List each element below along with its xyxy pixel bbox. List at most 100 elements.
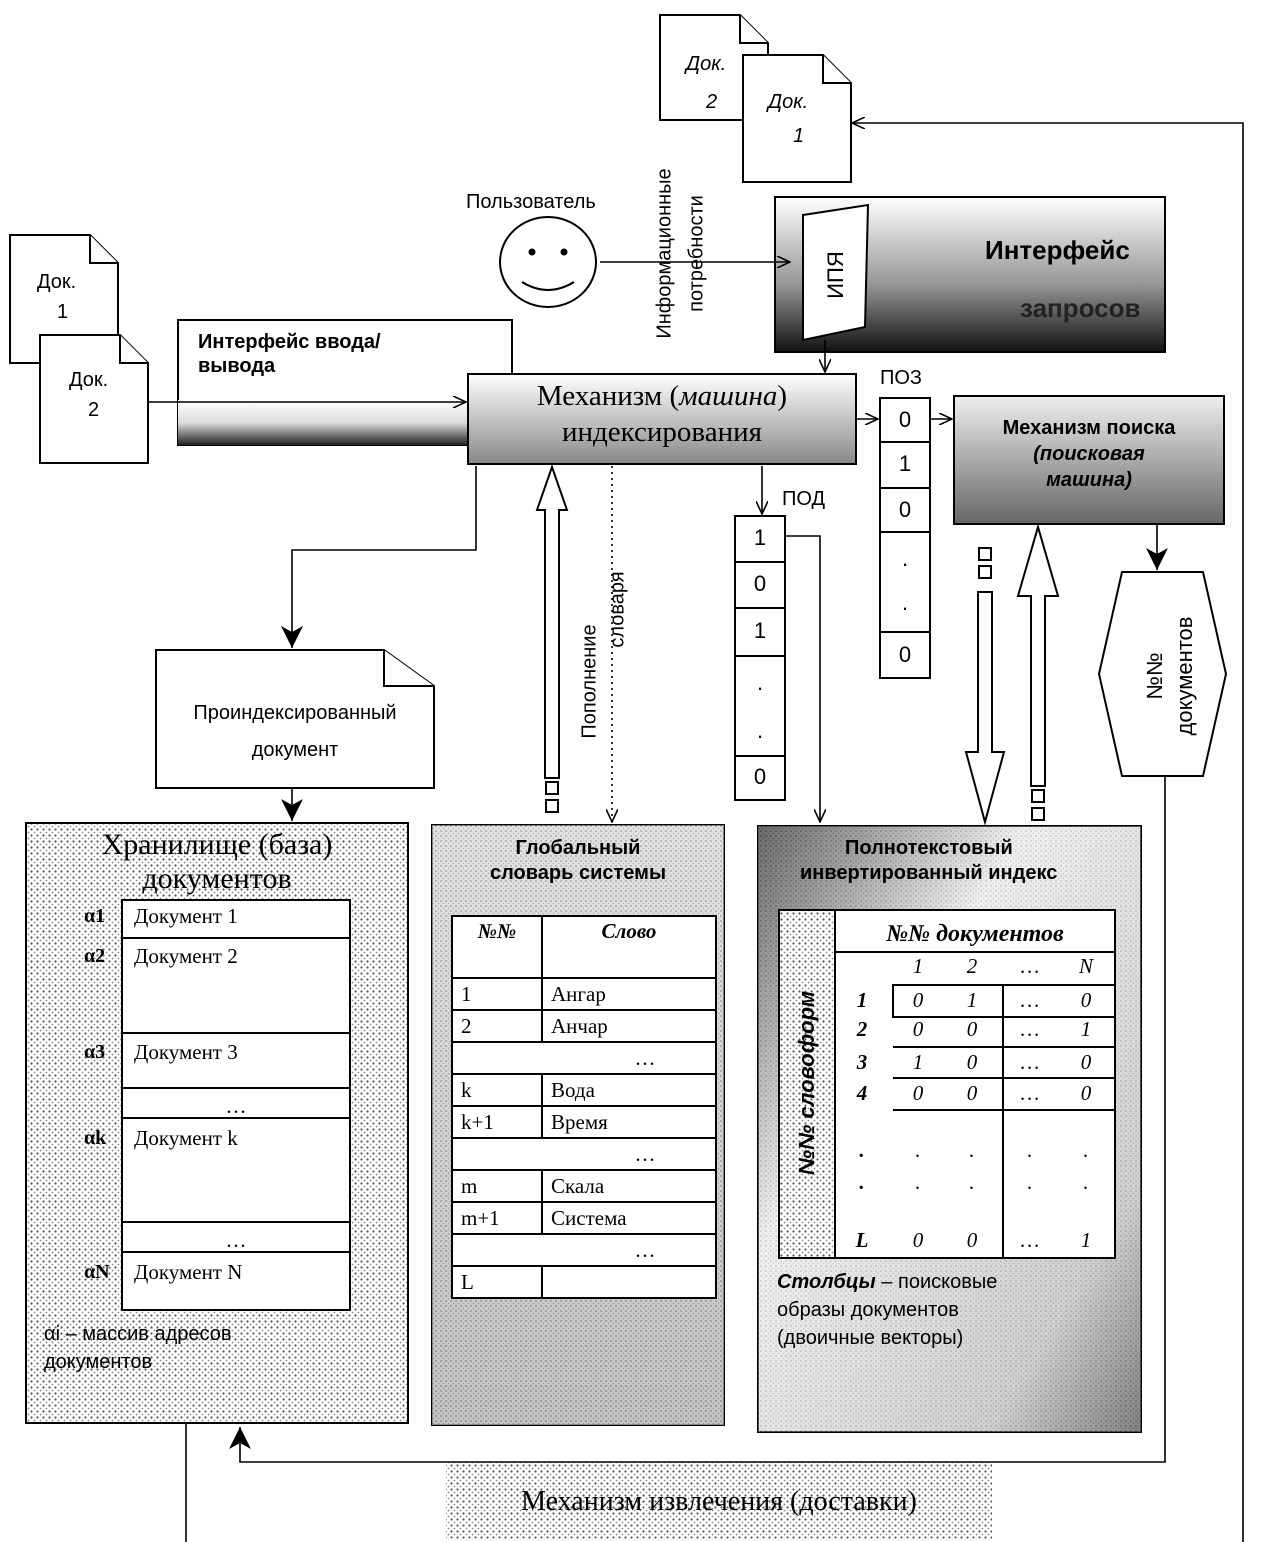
inverted-cell: … bbox=[1020, 1017, 1040, 1041]
inverted-cell: 0 bbox=[966, 1081, 978, 1105]
cell: m+1 bbox=[451, 1201, 543, 1235]
table-row: … bbox=[451, 1137, 717, 1171]
indexing-title-line2: индексирования bbox=[562, 416, 762, 448]
inverted-col-head: 1 bbox=[912, 954, 924, 978]
ipya-sheet bbox=[802, 203, 870, 342]
cell: Ангар bbox=[541, 977, 717, 1011]
inverted-cell: 0 bbox=[1080, 1081, 1092, 1105]
storage-note-line2: документов bbox=[44, 1351, 153, 1373]
cell: Время bbox=[541, 1105, 717, 1139]
cell: … bbox=[451, 1137, 717, 1171]
cell: L bbox=[451, 1265, 543, 1299]
inverted-cell: 1 bbox=[966, 988, 978, 1012]
doc2-left-shape bbox=[39, 334, 149, 464]
inverted-title-line1: Полнотекстовый bbox=[845, 837, 1013, 859]
retrieval-label: Механизм извлечения (доставки) bbox=[521, 1486, 917, 1517]
inverted-title-line2: инвертированный индекс bbox=[800, 862, 1058, 884]
cell bbox=[541, 1265, 717, 1299]
io-interface-title2: вывода bbox=[198, 355, 276, 377]
storage-row: … bbox=[225, 1094, 247, 1118]
storage-row: Документ k bbox=[134, 1126, 238, 1150]
doc1-left-number: 1 bbox=[57, 301, 69, 323]
inverted-cell: 1 bbox=[912, 1050, 924, 1074]
inverted-note-line3: (двоичные векторы) bbox=[777, 1327, 964, 1349]
storage-addr: αk bbox=[84, 1127, 107, 1149]
inverted-col-head: … bbox=[1020, 954, 1040, 978]
retrieval-bar bbox=[446, 1462, 992, 1540]
info-needs-line2: потребности bbox=[685, 195, 708, 312]
poz-cell: 0 bbox=[898, 642, 912, 667]
pod-cell: . bbox=[756, 670, 764, 695]
inverted-cell: 0 bbox=[966, 1017, 978, 1041]
cell: Анчар bbox=[541, 1009, 717, 1043]
inverted-cell: 1 bbox=[1080, 1228, 1092, 1252]
doc2-left-number: 2 bbox=[88, 399, 100, 421]
search-title-line1: Механизм поиска bbox=[1002, 417, 1176, 439]
inverted-cell: 0 bbox=[966, 1050, 978, 1074]
inverted-cell: . bbox=[969, 1138, 975, 1162]
search-title-line2: (поисковая bbox=[1033, 443, 1145, 465]
inverted-cell: . bbox=[1083, 1138, 1089, 1162]
inverted-note-line2: образы документов bbox=[777, 1299, 959, 1321]
indexed-doc-shape bbox=[155, 649, 435, 789]
inverted-side-label: №№ словоформ bbox=[794, 990, 819, 1176]
inverted-row-num: . bbox=[859, 1170, 865, 1194]
doc1-top-number: 1 bbox=[793, 125, 805, 147]
search-engine-box bbox=[953, 395, 1225, 525]
table-row: L bbox=[451, 1265, 717, 1299]
pod-cell: 0 bbox=[753, 571, 767, 596]
inverted-cell: 0 bbox=[912, 1017, 924, 1041]
inverted-doc-head: №№ документов bbox=[886, 921, 1064, 947]
storage-note-line1: αi – массив адресов bbox=[44, 1323, 232, 1345]
inverted-cell: . bbox=[915, 1170, 921, 1194]
cell: 1 bbox=[451, 977, 543, 1011]
inverted-cell: . bbox=[969, 1170, 975, 1194]
storage-row: Документ 1 bbox=[134, 904, 238, 928]
search-title-line3: машина) bbox=[1046, 469, 1132, 491]
inverted-row-num: 2 bbox=[856, 1017, 868, 1041]
cell: … bbox=[451, 1041, 717, 1075]
storage-addr: α2 bbox=[84, 945, 106, 967]
inverted-cell: 0 bbox=[1080, 988, 1092, 1012]
poz-cell: 0 bbox=[898, 497, 912, 522]
doc1-top-shape bbox=[742, 54, 852, 183]
inverted-row-num: 4 bbox=[856, 1081, 868, 1105]
dict-update-line1: Пополнение bbox=[578, 624, 601, 739]
doc-numbers-hexagon bbox=[1097, 571, 1228, 777]
inverted-cell: 0 bbox=[912, 1228, 924, 1252]
doc-numbers-line2: документов bbox=[1172, 616, 1197, 736]
user-smiley-icon bbox=[499, 216, 597, 308]
doc1-left-label: Док. bbox=[37, 271, 77, 293]
storage-row: … bbox=[225, 1228, 247, 1252]
storage-addr: α3 bbox=[84, 1041, 106, 1063]
cell: 2 bbox=[451, 1009, 543, 1043]
inverted-cell: … bbox=[1020, 1228, 1040, 1252]
doc2-left-label: Док. bbox=[69, 369, 109, 391]
inverted-cell: . bbox=[1083, 1170, 1089, 1194]
inverted-row-num: 3 bbox=[856, 1050, 868, 1074]
dict-update-line2: словаря bbox=[606, 571, 629, 648]
inverted-col-head: N bbox=[1078, 954, 1093, 978]
indexed-doc-line2: документ bbox=[251, 739, 339, 761]
inverted-cell: . bbox=[1027, 1138, 1033, 1162]
pod-label: ПОД bbox=[782, 488, 826, 510]
cell: k+1 bbox=[451, 1105, 543, 1139]
inverted-cell: … bbox=[1020, 1050, 1040, 1074]
storage-title-line1: Хранилище (база) bbox=[101, 828, 333, 861]
poz-label: ПОЗ bbox=[880, 367, 923, 389]
doc-numbers-line1: №№ bbox=[1142, 652, 1167, 700]
poz-cell: 0 bbox=[898, 407, 912, 432]
storage-addr: α1 bbox=[84, 905, 106, 927]
storage-addr: αN bbox=[84, 1261, 110, 1283]
query-interface-title2: запросов bbox=[1020, 293, 1141, 323]
inverted-cell: . bbox=[1027, 1170, 1033, 1194]
indexed-doc-line1: Проиндексированный bbox=[193, 702, 397, 724]
pod-cell: . bbox=[756, 718, 764, 743]
